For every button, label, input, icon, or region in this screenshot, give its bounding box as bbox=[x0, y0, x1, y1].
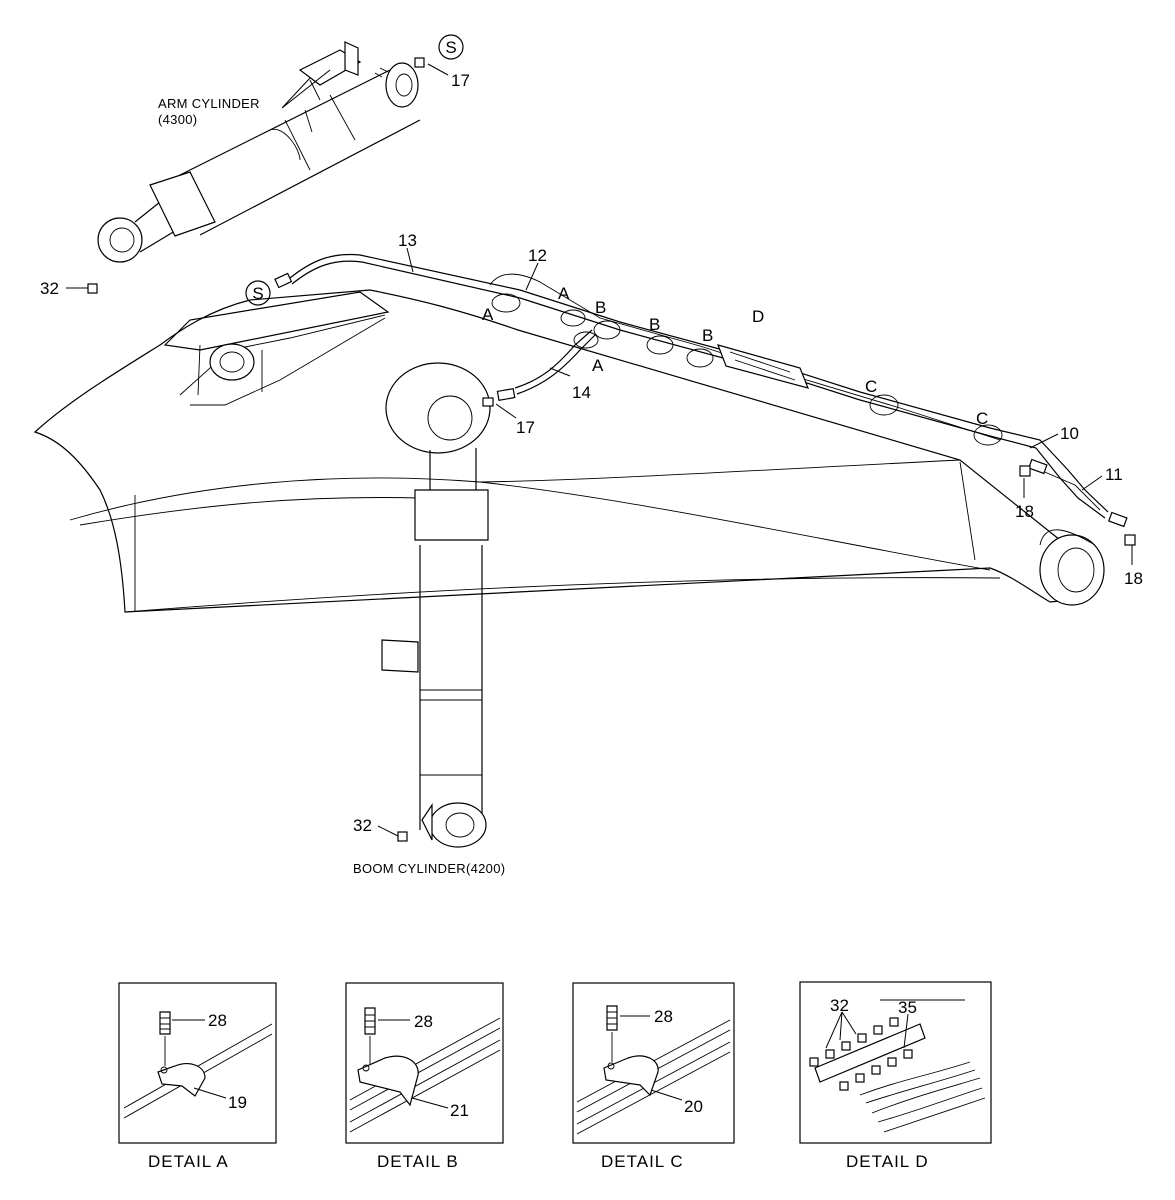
arm-cylinder-code: (4300) bbox=[158, 112, 197, 127]
diagram-label: C bbox=[976, 409, 988, 428]
diagram-label: 20 bbox=[684, 1097, 703, 1116]
boom-cylinder bbox=[381, 362, 491, 848]
detail-markers: A A A B B B C C D bbox=[482, 284, 988, 428]
diagram-label: D bbox=[752, 307, 764, 326]
diagram-label: 35 bbox=[898, 998, 917, 1017]
diagram-label: 21 bbox=[450, 1101, 469, 1120]
diagram-label: A bbox=[592, 356, 604, 375]
s-symbol-boom: S bbox=[245, 280, 271, 306]
detail-d-title: DETAIL D bbox=[846, 1152, 929, 1171]
diagram-label: 28 bbox=[414, 1012, 433, 1031]
callout-12: 12 bbox=[528, 246, 547, 265]
diagram-label: B bbox=[702, 326, 713, 345]
callout-17-top: 17 bbox=[451, 71, 470, 90]
diagram-label: S bbox=[252, 284, 263, 303]
callout-11: 11 bbox=[1105, 465, 1123, 484]
detail-b-title: DETAIL B bbox=[377, 1152, 459, 1171]
callout-17-mid: 17 bbox=[516, 418, 535, 437]
detail-a-title: DETAIL A bbox=[148, 1152, 229, 1171]
diagram-label: 32 bbox=[830, 996, 849, 1015]
boom-arm bbox=[33, 289, 1105, 613]
callout-18-a: 18 bbox=[1015, 502, 1034, 521]
arm-cylinder bbox=[97, 41, 425, 263]
callouts: 17 32 13 12 14 17 10 11 18 18 32 bbox=[40, 63, 1143, 837]
detail-d-panel: 32 35 DETAIL D bbox=[799, 981, 992, 1171]
callout-18-b: 18 bbox=[1124, 569, 1143, 588]
arm-cylinder-caption: ARM CYLINDER bbox=[158, 96, 260, 111]
diagram-label: B bbox=[649, 315, 660, 334]
callout-14: 14 bbox=[572, 383, 591, 402]
callout-13: 13 bbox=[398, 231, 417, 250]
diagram-label: S bbox=[445, 38, 456, 57]
s-symbol-top: S bbox=[438, 34, 464, 60]
detail-b-panel: 28 21 DETAIL B bbox=[345, 982, 504, 1171]
diagram-label: 28 bbox=[208, 1011, 227, 1030]
callout-32-boom: 32 bbox=[353, 816, 372, 835]
callout-10: 10 bbox=[1060, 424, 1079, 443]
diagram-label: B bbox=[595, 298, 606, 317]
hose-lines bbox=[87, 253, 1136, 842]
detail-c-panel: 28 20 DETAIL C bbox=[572, 982, 735, 1171]
diagram-label: A bbox=[482, 305, 494, 324]
callout-32-arm: 32 bbox=[40, 279, 59, 298]
boom-cylinder-caption: BOOM CYLINDER(4200) bbox=[353, 861, 505, 876]
detail-c-title: DETAIL C bbox=[601, 1152, 684, 1171]
diagram-label: 28 bbox=[654, 1007, 673, 1026]
detail-a-panel: 28 19 DETAIL A bbox=[118, 982, 277, 1171]
diagram-label: A bbox=[558, 284, 570, 303]
diagram-label: 19 bbox=[228, 1093, 247, 1112]
diagram-label: C bbox=[865, 377, 877, 396]
